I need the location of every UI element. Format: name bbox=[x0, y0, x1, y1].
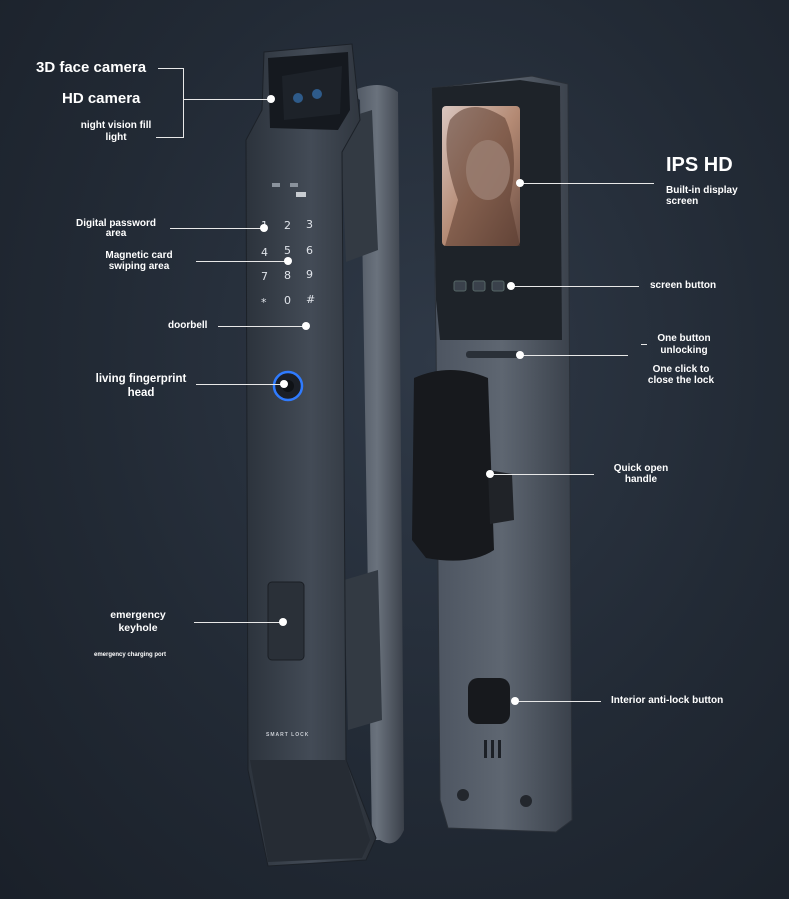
camera-lens-right bbox=[312, 89, 322, 99]
exterior-lock-body bbox=[245, 43, 377, 867]
key-6[interactable]: 6 bbox=[306, 244, 313, 257]
label-one-click-close: One click to close the lock bbox=[647, 364, 715, 386]
key-7[interactable]: 7 bbox=[261, 270, 268, 283]
label-keyhole: emergency keyhole bbox=[110, 609, 166, 635]
key-5[interactable]: 5 bbox=[284, 244, 291, 257]
label-night-vision: night vision fill light bbox=[80, 120, 152, 143]
key-0[interactable]: 0 bbox=[284, 294, 291, 307]
label-one-button-unlock: One button unlocking bbox=[657, 333, 711, 356]
label-magnetic-card: Magnetic card swiping area bbox=[105, 250, 173, 272]
key-star[interactable]: * bbox=[261, 296, 267, 309]
camera-lens-left bbox=[293, 93, 303, 103]
key-3[interactable]: 3 bbox=[306, 218, 313, 231]
label-screen-button: screen button bbox=[650, 280, 717, 291]
exterior-handle-bar bbox=[340, 85, 404, 844]
label-doorbell: doorbell bbox=[168, 320, 208, 331]
key-8[interactable]: 8 bbox=[284, 269, 291, 282]
label-ips-sub: Built-in display screen bbox=[666, 185, 738, 207]
anti-lock-knob bbox=[468, 678, 510, 724]
label-hd-camera: HD camera bbox=[62, 90, 141, 107]
label-password-area: Digital password area bbox=[75, 218, 156, 239]
key-hash[interactable]: # bbox=[306, 293, 316, 306]
label-face-camera: 3D face camera bbox=[36, 59, 147, 76]
label-anti-lock: Interior anti-lock button bbox=[611, 695, 724, 706]
key-4[interactable]: 4 bbox=[261, 246, 268, 259]
label-charging-port: emergency charging port bbox=[94, 652, 167, 658]
label-fingerprint: living fingerprint head bbox=[95, 373, 187, 399]
label-quick-handle: Quick open handle bbox=[613, 463, 669, 485]
interior-lock-body bbox=[412, 75, 573, 833]
key-9[interactable]: 9 bbox=[306, 268, 313, 281]
brand-text: SMART LOCK bbox=[266, 732, 310, 738]
key-2[interactable]: 2 bbox=[284, 219, 291, 232]
interior-handle bbox=[412, 370, 494, 561]
label-ips-title: IPS HD bbox=[666, 154, 733, 176]
